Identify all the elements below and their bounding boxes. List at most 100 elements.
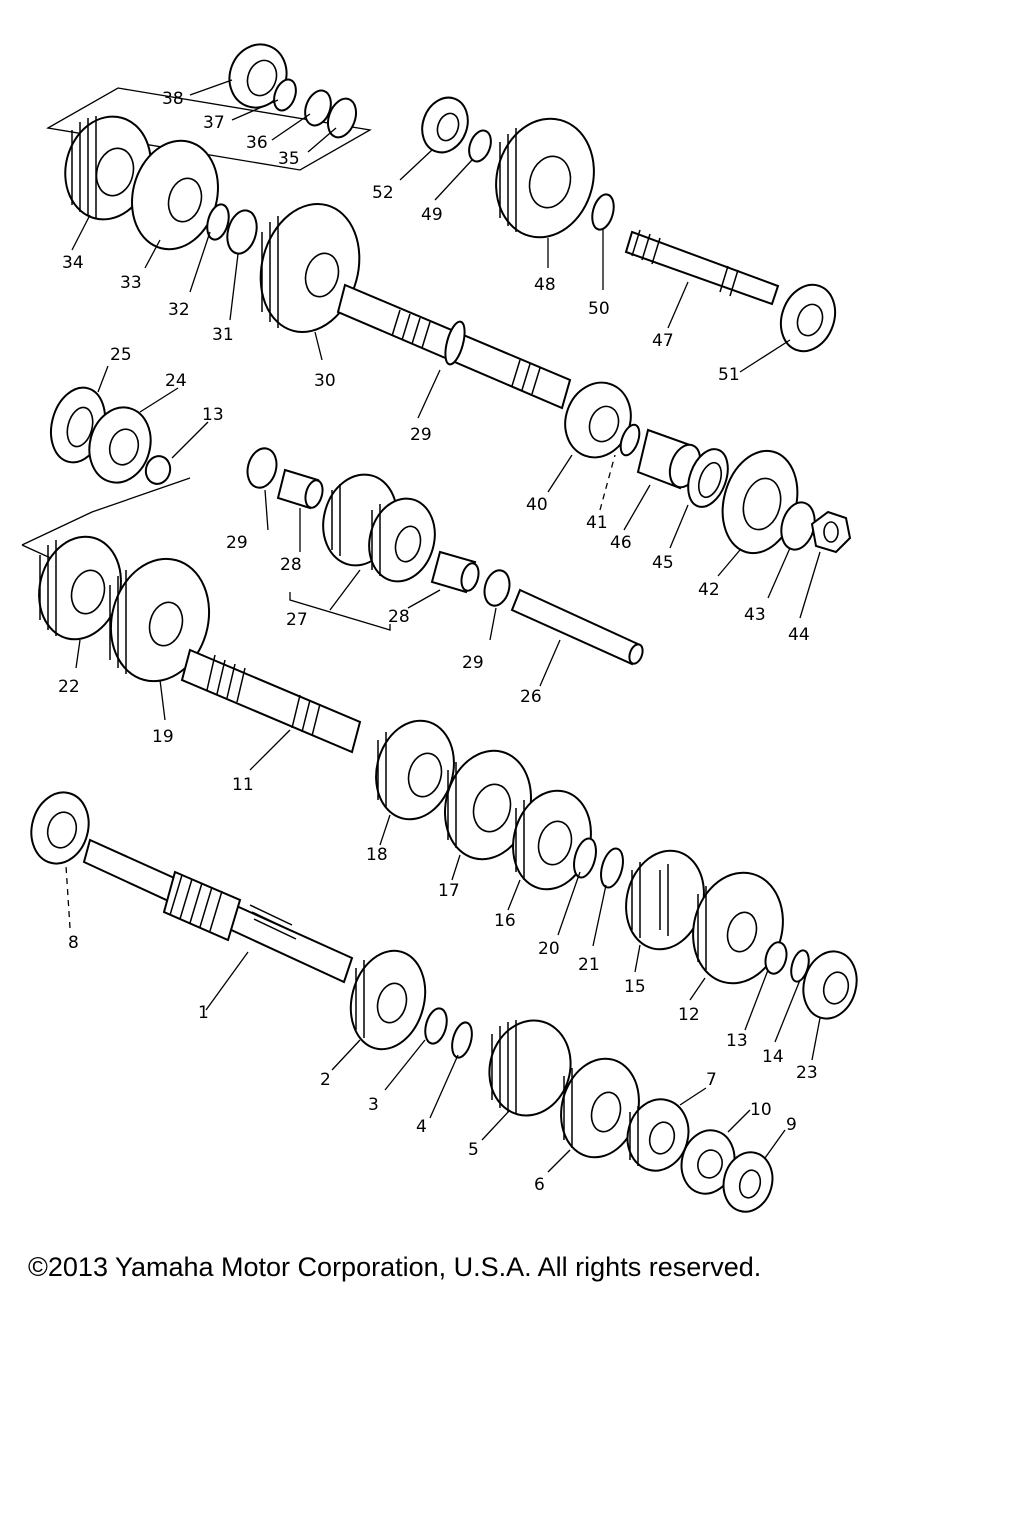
part-33-ring: [206, 203, 230, 241]
part-26-shaft: [510, 588, 644, 666]
label-27: 27: [286, 610, 308, 630]
label-3: 3: [368, 1095, 379, 1115]
label-2: 2: [320, 1070, 331, 1090]
leader-lines: [65, 79, 821, 1173]
label-28-lower: 28: [388, 607, 410, 627]
part-7-gear: [626, 1098, 690, 1172]
label-38: 37: [203, 113, 225, 133]
part-9-seal: [722, 1151, 774, 1213]
part-8-bearing: [30, 791, 90, 865]
label-32: 31: [212, 325, 234, 345]
part-30-shaft: [336, 283, 572, 410]
label-26: 26: [520, 687, 542, 707]
bracket-27-28: [289, 569, 391, 631]
part-28-bearing-upper: [276, 468, 324, 510]
label-6: 6: [534, 1175, 545, 1195]
part-19-gear: [109, 557, 211, 683]
part-36-washer: [326, 97, 358, 139]
label-5: 5: [468, 1140, 479, 1160]
label-11: 11: [232, 775, 254, 795]
copyright-notice: ©2013 Yamaha Motor Corporation, U.S.A. A…: [28, 1252, 762, 1282]
bracket-group-top: [46, 87, 372, 171]
label-36: 35: [278, 149, 300, 169]
label-34: 33: [120, 273, 142, 293]
part-32-washer: [226, 209, 258, 255]
label-23: 23: [796, 1063, 818, 1083]
part-1-main-shaft: [82, 838, 354, 984]
label-42: 42: [698, 580, 720, 600]
part-labels: 38 37 36 35 34 33 32 31 30 29 52 49 48 5…: [58, 89, 818, 1195]
label-9: 9: [786, 1115, 797, 1135]
part-31-gear: [259, 202, 361, 334]
part-13-clip-upper: [144, 455, 172, 485]
part-50-clip: [591, 193, 615, 231]
label-19: 19: [152, 727, 174, 747]
part-4-clip: [451, 1021, 473, 1059]
part-49-washer: [468, 129, 492, 163]
label-8: 8: [68, 933, 79, 953]
label-1: 1: [198, 1003, 209, 1023]
part-2-gear: [349, 949, 427, 1051]
label-13-lower: 13: [726, 1031, 748, 1051]
part-35-gear: [64, 115, 152, 221]
part-3-washer: [424, 1007, 448, 1045]
label-39: 38: [162, 89, 184, 109]
label-4: 4: [416, 1117, 427, 1137]
label-49: 49: [421, 205, 443, 225]
label-40: 40: [526, 495, 548, 515]
label-22: 22: [58, 677, 80, 697]
part-18-gear: [375, 719, 455, 821]
part-10-bearing: [680, 1129, 736, 1195]
label-29-lower: 29: [462, 653, 484, 673]
part-44-nut: [810, 510, 852, 554]
label-31: 30: [314, 371, 336, 391]
part-27-gear: [322, 473, 436, 583]
part-28-bearing-lower: [430, 550, 480, 594]
label-15: 15: [624, 977, 646, 997]
part-5-gear: [488, 1019, 572, 1117]
label-28-upper: 28: [280, 555, 302, 575]
label-47: 47: [652, 331, 674, 351]
label-7: 7: [706, 1070, 717, 1090]
part-12-gear: [692, 871, 784, 985]
label-17: 17: [438, 881, 460, 901]
label-30: 29: [410, 425, 432, 445]
part-14-clip: [790, 949, 810, 983]
part-39-bearing: [228, 43, 288, 109]
label-16: 16: [494, 911, 516, 931]
part-20-washer: [573, 837, 597, 879]
label-46: 46: [610, 533, 632, 553]
label-24: 24: [165, 371, 187, 391]
part-41-clip: [619, 423, 641, 457]
label-35: 34: [62, 253, 84, 273]
part-38-ring: [273, 78, 297, 112]
label-20: 20: [538, 939, 560, 959]
part-21-clip: [600, 847, 624, 889]
transmission-exploded-diagram: 38 37 36 35 34 33 32 31 30 29 52 49 48 5…: [21, 43, 858, 1213]
label-13-upper: 13: [202, 405, 224, 425]
label-21: 21: [578, 955, 600, 975]
part-11-shaft: [180, 648, 362, 754]
label-51: 51: [718, 365, 740, 385]
label-29-upper: 29: [226, 533, 248, 553]
part-40-bearing: [564, 381, 632, 459]
label-44: 44: [788, 625, 810, 645]
label-41: 41: [586, 513, 608, 533]
label-48: 48: [534, 275, 556, 295]
label-33: 32: [168, 300, 190, 320]
part-29-washer-upper: [246, 447, 278, 489]
part-13-washer-lower: [764, 941, 788, 975]
part-45-seal: [687, 448, 729, 508]
part-48-gear: [495, 117, 595, 239]
part-47-shaft: [624, 229, 780, 306]
label-37: 36: [246, 133, 268, 153]
label-52: 52: [372, 183, 394, 203]
label-43: 43: [744, 605, 766, 625]
label-12: 12: [678, 1005, 700, 1025]
label-18: 18: [366, 845, 388, 865]
label-10: 10: [750, 1100, 772, 1120]
part-51-bearing: [779, 283, 837, 353]
label-25: 25: [110, 345, 132, 365]
label-50: 50: [588, 299, 610, 319]
label-45: 45: [652, 553, 674, 573]
